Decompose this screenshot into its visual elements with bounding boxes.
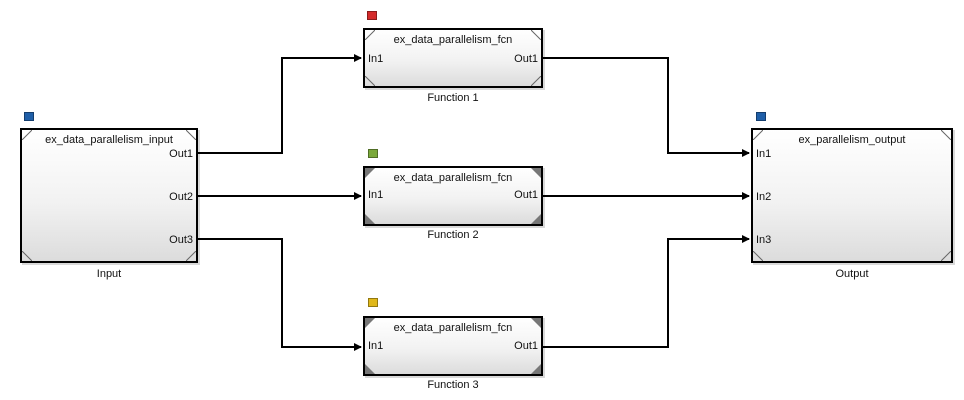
output-port-3[interactable]: Out3 [169, 234, 193, 246]
line-input-out3-to-f3[interactable] [198, 238, 362, 351]
function-3-block[interactable]: ex_data_parallelism_fcn In1 Out1 [363, 316, 543, 376]
block-label-input: Input [96, 268, 122, 280]
block-title: ex_data_parallelism_fcn [393, 172, 513, 184]
corner-mark-icon [186, 251, 196, 261]
block-label-f3: Function 3 [427, 379, 479, 391]
corner-mark-icon [941, 251, 951, 261]
line-input-out1-to-f1[interactable] [198, 54, 362, 154]
input-port-2[interactable]: In2 [756, 191, 772, 203]
sample-time-marker-f2 [368, 149, 378, 158]
block-label-f2: Function 2 [427, 229, 479, 241]
corner-mark-icon [531, 30, 541, 40]
block-title: ex_data_parallelism_input [45, 134, 173, 146]
corner-mark-icon [753, 130, 763, 140]
block-title: ex_data_parallelism_fcn [393, 322, 513, 334]
line-f1-to-output-in1[interactable] [543, 57, 750, 157]
corner-triangle-icon [365, 318, 375, 328]
corner-mark-icon [753, 251, 763, 261]
corner-triangle-icon [365, 168, 375, 178]
input-port-1[interactable]: In1 [368, 340, 384, 352]
input-block[interactable]: ex_data_parallelism_input Out1 Out2 Out3 [20, 128, 198, 263]
sample-time-marker-output [756, 112, 766, 121]
corner-triangle-icon [531, 318, 541, 328]
output-port-1[interactable]: Out1 [169, 148, 193, 160]
input-port-1[interactable]: In1 [368, 53, 384, 65]
corner-mark-icon [365, 30, 375, 40]
input-port-3[interactable]: In3 [756, 234, 772, 246]
sample-time-marker-f3 [368, 298, 378, 307]
output-port-1[interactable]: Out1 [514, 189, 538, 201]
output-block[interactable]: ex_parallelism_output In1 In2 In3 [751, 128, 953, 263]
sample-time-marker-input [24, 112, 34, 121]
output-port-1[interactable]: Out1 [514, 53, 538, 65]
block-label-f1: Function 1 [427, 92, 479, 104]
sample-time-marker-f1 [367, 11, 377, 20]
function-1-block[interactable]: ex_data_parallelism_fcn In1 Out1 [363, 28, 543, 88]
corner-mark-icon [941, 130, 951, 140]
block-label-output: Output [835, 268, 869, 280]
corner-triangle-icon [365, 364, 375, 374]
corner-triangle-icon [365, 214, 375, 224]
block-title: ex_data_parallelism_fcn [393, 34, 513, 46]
corner-triangle-icon [531, 364, 541, 374]
output-port-2[interactable]: Out2 [169, 191, 193, 203]
input-port-1[interactable]: In1 [756, 148, 772, 160]
corner-triangle-icon [531, 168, 541, 178]
corner-mark-icon [22, 130, 32, 140]
function-2-block[interactable]: ex_data_parallelism_fcn In1 Out1 [363, 166, 543, 226]
output-port-1[interactable]: Out1 [514, 340, 538, 352]
corner-mark-icon [531, 76, 541, 86]
corner-triangle-icon [531, 214, 541, 224]
input-port-1[interactable]: In1 [368, 189, 384, 201]
corner-mark-icon [186, 130, 196, 140]
block-title: ex_parallelism_output [798, 134, 906, 146]
corner-mark-icon [365, 76, 375, 86]
corner-mark-icon [22, 251, 32, 261]
line-f3-to-output-in3[interactable] [543, 235, 750, 348]
